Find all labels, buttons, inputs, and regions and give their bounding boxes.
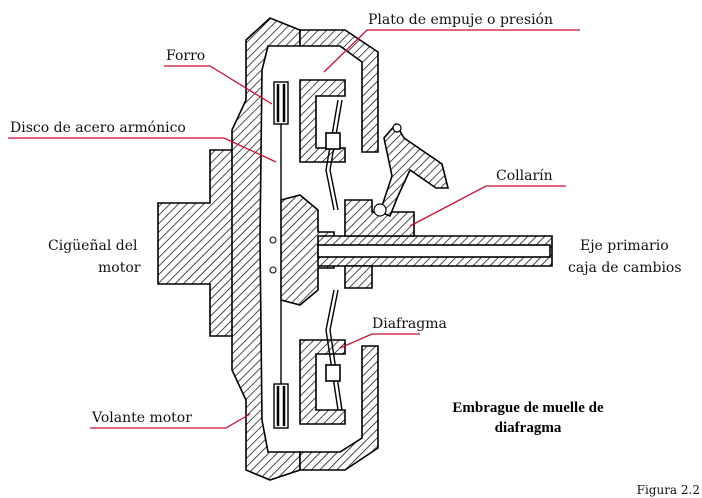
- leader-diafragma: [339, 333, 420, 349]
- pressure-plate-top: [299, 79, 346, 163]
- diaphragm-pivot-top: [325, 132, 341, 150]
- leader-plato: [323, 29, 580, 73]
- leader-collarin: [409, 185, 566, 227]
- clutch-cover-bottom: [299, 345, 379, 471]
- label-forro: Forro: [166, 48, 205, 64]
- label-collarin: Collarín: [496, 168, 553, 184]
- clutch-cover-top: [299, 29, 379, 153]
- label-ciguenal-1: Cigüeñal del: [48, 238, 138, 254]
- lining-bottom: [273, 383, 289, 429]
- lining-top-stripes: [276, 84, 286, 122]
- diaphragm-top: [325, 99, 343, 211]
- label-volante: Volante motor: [91, 410, 192, 426]
- title-line-2: diafragma: [495, 420, 562, 436]
- leader-disco: [8, 137, 277, 163]
- shaft-core: [317, 244, 551, 258]
- label-diafragma: Diafragma: [372, 316, 447, 332]
- disc-hub: [280, 194, 335, 306]
- label-disco: Disco de acero armónico: [10, 120, 186, 136]
- release-collar-bottom: [344, 265, 373, 289]
- bolt-bottom: [269, 266, 277, 274]
- label-plato: Plato de empuje o presión: [368, 12, 553, 28]
- title-line-1: Embrague de muelle de: [452, 400, 604, 416]
- leader-volante: [90, 413, 251, 429]
- lining-bottom-stripes: [276, 386, 286, 426]
- label-ciguenal-2: motor: [98, 260, 141, 276]
- diaphragm-bottom: [325, 289, 343, 411]
- leader-forro: [164, 65, 273, 105]
- figure-caption: Figura 2.2: [637, 483, 700, 497]
- lining-top: [273, 81, 289, 125]
- release-fork: [379, 122, 450, 218]
- label-eje-1: Eje primario: [580, 238, 669, 254]
- release-collar-top: [344, 199, 415, 237]
- pressure-plate-bottom: [299, 339, 346, 425]
- label-eje-2: caja de cambios: [568, 260, 682, 276]
- bolt-top: [269, 236, 277, 244]
- diaphragm-pivot-bottom: [325, 364, 341, 382]
- collar-bearing: [373, 203, 387, 217]
- fork-pivot: [392, 123, 402, 133]
